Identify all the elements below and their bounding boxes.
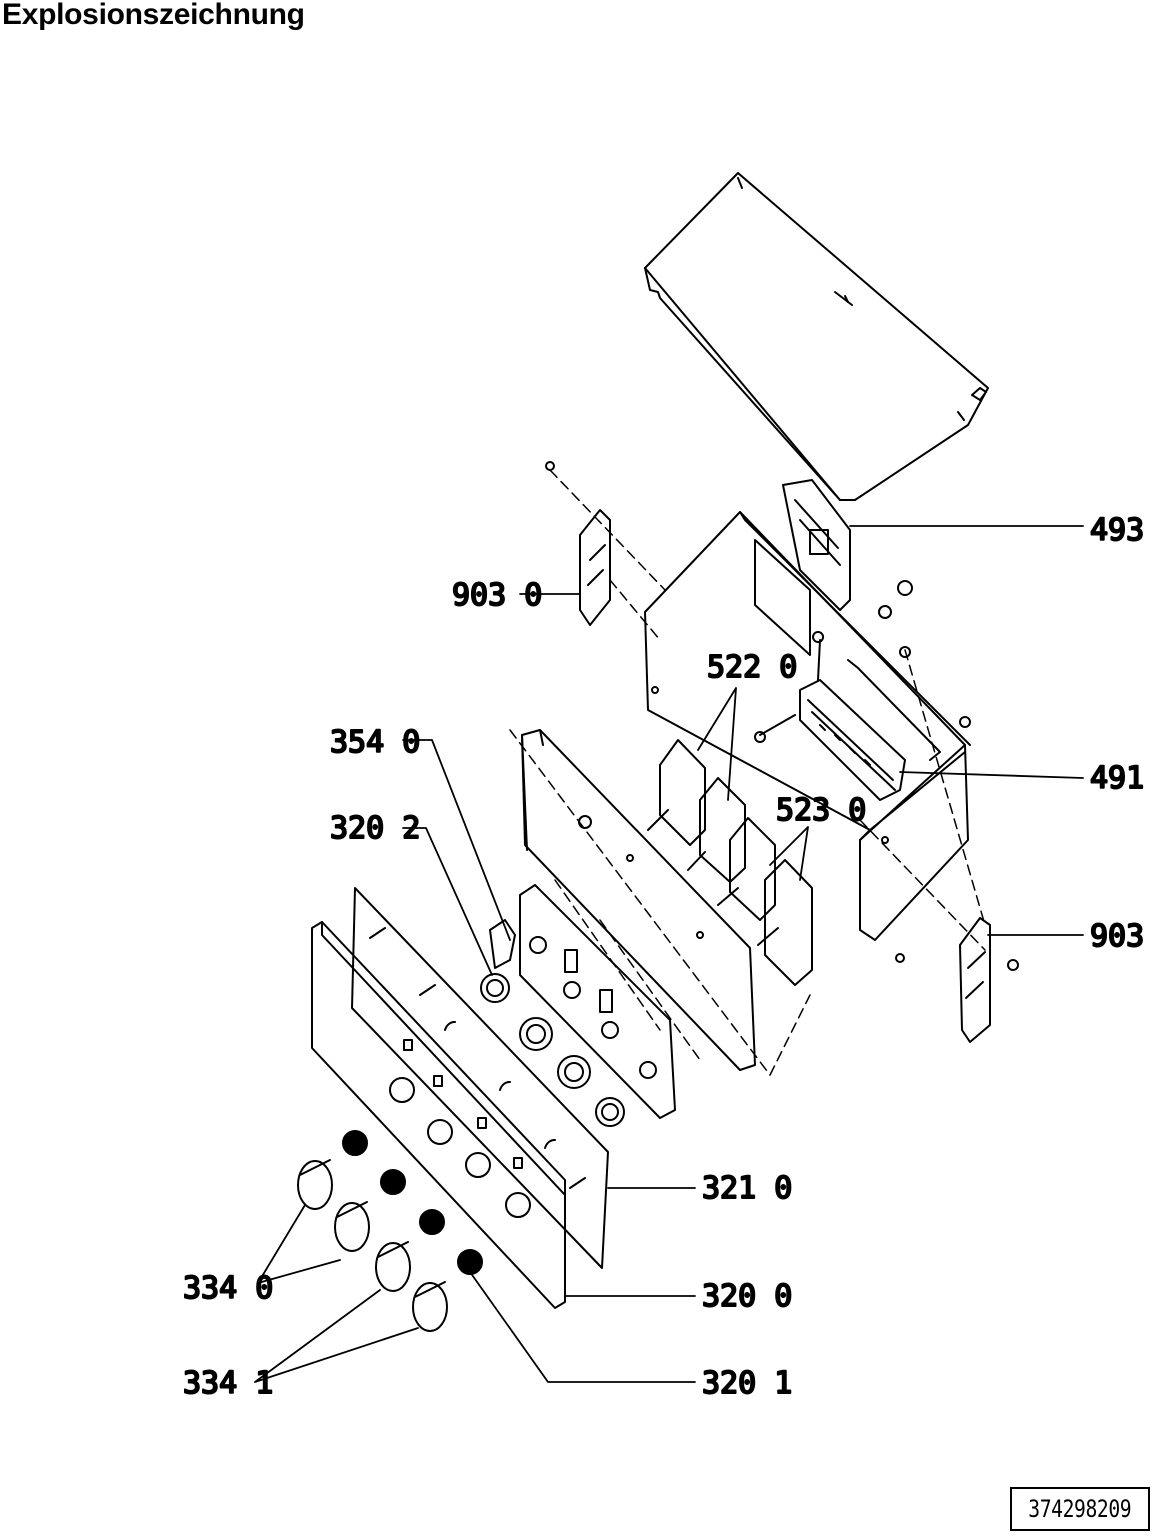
- screw-set: [545, 461, 1019, 971]
- part-label-321: 321 0: [702, 1171, 792, 1206]
- terminal-block: [754, 631, 906, 801]
- glass-panel: [351, 887, 609, 1269]
- part-label-523: 523 0: [776, 793, 866, 828]
- front-fascia: [311, 921, 566, 1309]
- switch-modules: [647, 739, 813, 986]
- part-label-320-2: 320 2: [330, 811, 420, 846]
- bracket-right: [959, 917, 991, 1043]
- relay-block: [782, 479, 851, 611]
- knob-rings: [480, 919, 625, 1127]
- top-cover-plate: [644, 172, 989, 501]
- part-label-903-right: 903 0: [1090, 919, 1158, 954]
- housing-box: [644, 511, 971, 941]
- part-label-493: 493 0: [1090, 513, 1158, 548]
- document-number-box: 374298209: [1010, 1487, 1150, 1531]
- part-label-354: 354 0: [330, 725, 420, 760]
- document-number: 374298209: [1028, 1495, 1132, 1523]
- inner-fascia: [519, 884, 676, 1119]
- part-label-334-0: 334 0: [183, 1271, 273, 1306]
- part-label-903-left: 903 0: [452, 578, 542, 613]
- part-label-522: 522 0: [707, 650, 797, 685]
- part-label-334-1: 334 1: [183, 1366, 273, 1401]
- part-label-320-1: 320 1: [702, 1366, 792, 1401]
- part-label-320-0: 320 0: [702, 1279, 792, 1314]
- leader-lines: [254, 525, 1084, 1383]
- part-label-491: 491 0: [1090, 761, 1158, 796]
- knob-inserts: [342, 1130, 483, 1275]
- control-knobs: [297, 1159, 448, 1332]
- page-title: Explosionszeichnung: [2, 0, 305, 31]
- assembly-lines: [509, 469, 986, 1076]
- bracket-left: [579, 509, 611, 626]
